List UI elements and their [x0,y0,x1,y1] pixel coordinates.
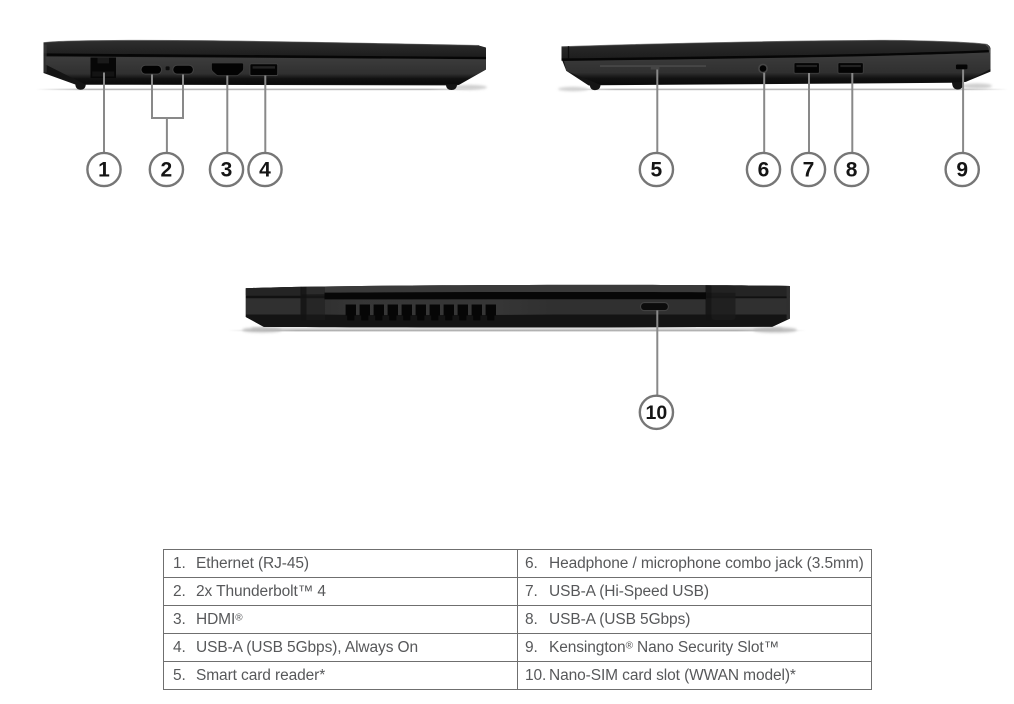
svg-text:4: 4 [259,158,271,181]
svg-text:7: 7 [803,158,815,181]
svg-text:1: 1 [98,158,110,181]
svg-text:9: 9 [956,158,968,181]
svg-text:8: 8 [846,158,858,181]
svg-text:3: 3 [221,158,233,181]
svg-text:6: 6 [758,158,770,181]
svg-text:10: 10 [646,402,668,424]
svg-text:5: 5 [651,158,663,181]
svg-text:2: 2 [161,158,173,181]
